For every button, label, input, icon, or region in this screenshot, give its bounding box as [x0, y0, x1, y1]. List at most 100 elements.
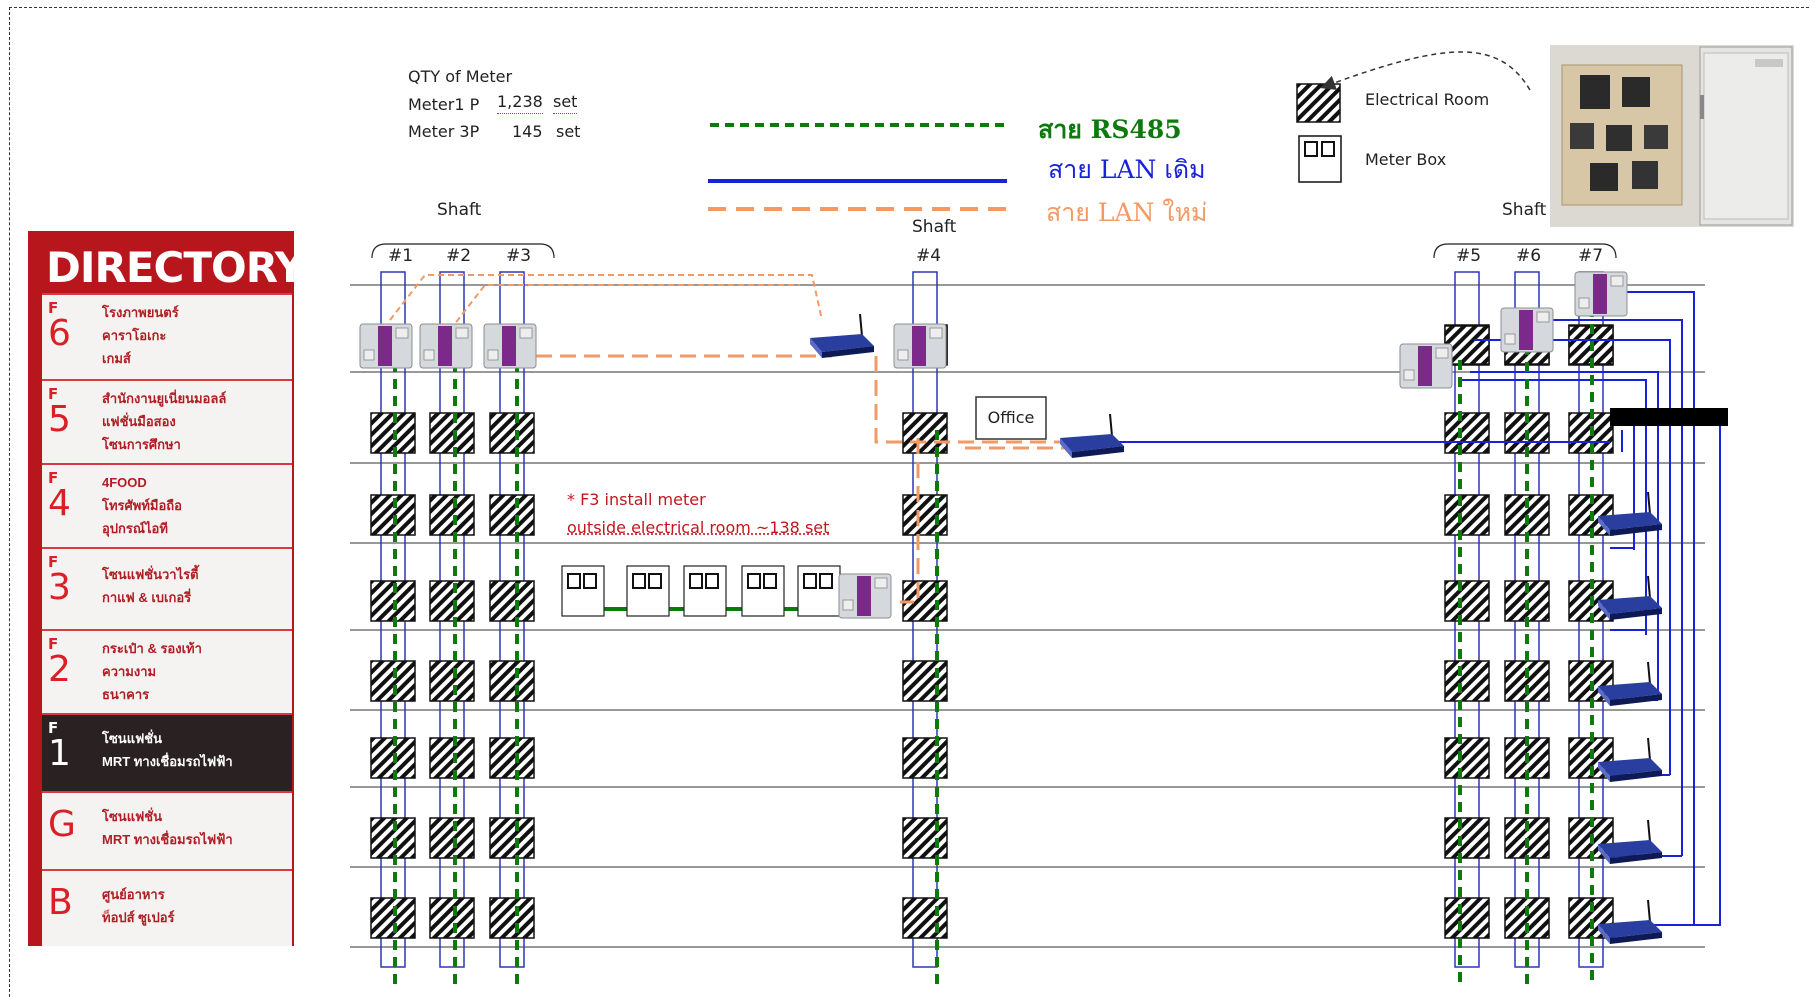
- legend-lan-new-label: สาย LAN ใหม่: [1046, 198, 1208, 227]
- hatched-room-icon: [429, 897, 475, 939]
- hatched-room-icon: [1296, 83, 1341, 123]
- new-lan-thin: [389, 274, 823, 331]
- legend-meter-box-label: Meter Box: [1365, 150, 1447, 169]
- shaft-6-label: #6: [1516, 246, 1542, 266]
- hatched-room-icon: [1444, 412, 1490, 454]
- router-icon: [1598, 737, 1662, 782]
- hatched-room-icon: [902, 494, 948, 536]
- diagram-frame: [9, 7, 1810, 997]
- converter-icon: [1399, 343, 1453, 389]
- shaft-4-label: #4: [916, 246, 942, 266]
- rs485-runs: [393, 290, 1594, 985]
- converters: [359, 271, 1628, 619]
- hatched-room-icon: [489, 897, 535, 939]
- qty-row2-value: 145: [512, 122, 543, 141]
- shaft-7-label: #7: [1578, 246, 1604, 266]
- legend-lan-old-label: สาย LAN เดิม: [1048, 155, 1206, 184]
- hatched-room-icon: [370, 897, 416, 939]
- shaft-braces: [371, 243, 1617, 259]
- router-icon: [1598, 661, 1662, 706]
- shaft-group3-label: Shaft: [1502, 200, 1547, 220]
- shaft-group2-label: Shaft: [912, 217, 957, 237]
- hatched-room-icon: [1444, 737, 1490, 779]
- hatched-room-icon: [489, 494, 535, 536]
- converter-icon: [1574, 271, 1628, 317]
- hatched-room-icon: [429, 580, 475, 622]
- converter-icon: [893, 323, 947, 369]
- meter-box-icon: [683, 565, 727, 617]
- office-label: Office: [988, 408, 1035, 427]
- meter-box-icon: [626, 565, 670, 617]
- converter-icon: [419, 323, 473, 369]
- shaft-5-label: #5: [1456, 246, 1482, 266]
- hatched-room-icon: [489, 580, 535, 622]
- meter-box-icon: [741, 565, 785, 617]
- photo-arrow: [1320, 51, 1531, 91]
- qty-row1-value: 1,238: [497, 91, 543, 114]
- hatched-room-icon: [902, 660, 948, 702]
- meter-box-icon: [797, 565, 841, 617]
- qty-row1-label: Meter1 P: [408, 95, 480, 114]
- converter-icon: [1500, 307, 1554, 353]
- office-box: [975, 396, 1047, 440]
- hatched-room-icon: [489, 660, 535, 702]
- floor-lines: [350, 284, 1705, 948]
- router-icon: [1598, 899, 1662, 944]
- switch-icon: [1610, 408, 1728, 426]
- legend-rs485-label: สาย RS485: [1038, 115, 1182, 144]
- hatched-room-icon: [429, 737, 475, 779]
- note-line2: outside electrical room ~138 set: [567, 518, 830, 537]
- qty-row2-label: Meter 3P: [408, 122, 480, 141]
- hatched-room-icon: [429, 412, 475, 454]
- hatched-room-icon: [902, 817, 948, 859]
- router-icon: [1598, 491, 1662, 536]
- router-icon: [1598, 575, 1662, 620]
- hatched-room-icon: [429, 494, 475, 536]
- qty-title: QTY of Meter: [408, 67, 513, 86]
- routers: [810, 313, 1662, 944]
- converter-icon: [838, 573, 892, 619]
- qty-row1-unit: set: [553, 91, 578, 114]
- qty-row2-unit: set: [556, 122, 581, 141]
- hatched-room-icon: [902, 412, 948, 454]
- converter-icon: [483, 323, 537, 369]
- shaft-3-label: #3: [506, 246, 532, 266]
- new-lan-thick: [536, 354, 1065, 604]
- hatched-room-icon: [1444, 580, 1490, 622]
- hatched-room-icon: [902, 897, 948, 939]
- meter-room-photo: [1550, 45, 1794, 227]
- hatched-room-icon: [1444, 817, 1490, 859]
- shaft-group1-label: Shaft: [437, 200, 482, 220]
- router-icon: [1060, 413, 1124, 458]
- f3-meter-boxes: [561, 565, 841, 617]
- shaft-2-label: #2: [446, 246, 472, 266]
- hatched-room-icon: [489, 412, 535, 454]
- shaft-1-label: #1: [388, 246, 414, 266]
- router-icon: [1598, 819, 1662, 864]
- router-icon: [810, 313, 874, 358]
- hatched-room-icon: [902, 737, 948, 779]
- note-line1: * F3 install meter: [567, 490, 706, 509]
- hatched-room-icon: [429, 660, 475, 702]
- hatched-room-icon: [1444, 660, 1490, 702]
- hatched-room-icon: [1444, 897, 1490, 939]
- converter-icon: [359, 323, 413, 369]
- hatched-room-icon: [489, 817, 535, 859]
- directory-title: DIRECTORY: [46, 243, 294, 292]
- hatched-room-icon: [429, 817, 475, 859]
- floor-b: B ศูนย์อาหารท็อปส์ ซูเปอร์: [42, 869, 292, 946]
- hatched-room-icon: [1444, 494, 1490, 536]
- meter-box-icon: [1298, 135, 1342, 183]
- meter-box-icon: [561, 565, 605, 617]
- legend-electrical-room-label: Electrical Room: [1365, 90, 1490, 109]
- hatched-room-icon: [489, 737, 535, 779]
